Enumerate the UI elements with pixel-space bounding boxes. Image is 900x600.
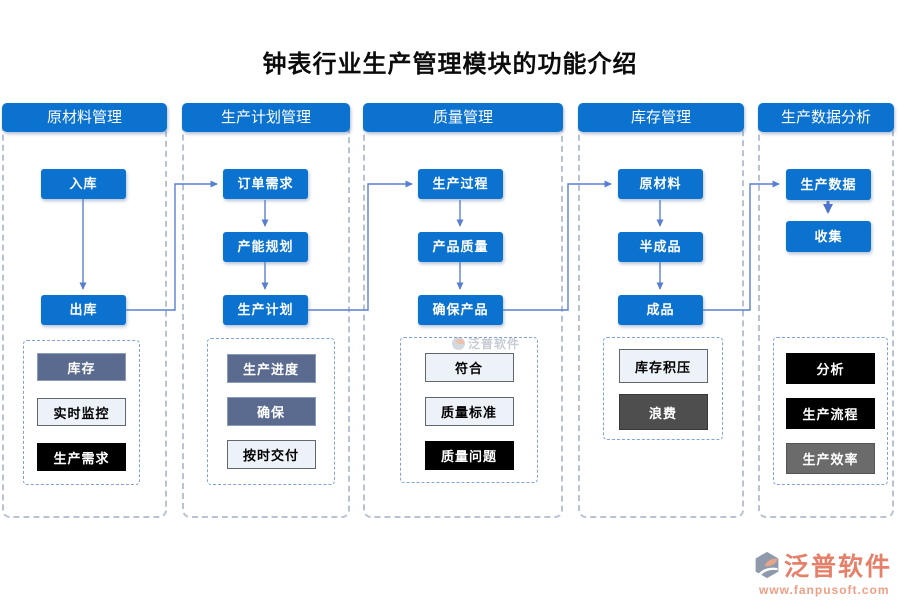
footer-brand-name: 泛普软件 xyxy=(784,552,893,581)
sub-panel-production-plan: 生产进度 确保 按时交付 xyxy=(207,338,335,485)
sub-item-production-efficiency: 生产效率 xyxy=(786,443,875,474)
column-production-data-analysis: 生产数据分析 xyxy=(758,103,894,518)
sub-panel-inventory: 库存积压 浪费 xyxy=(603,337,723,440)
sub-item-analysis: 分析 xyxy=(786,353,875,384)
sub-item-quality-standard: 质量标准 xyxy=(424,397,514,426)
sub-item-realtime-monitor: 实时监控 xyxy=(37,398,126,426)
flow-node-capacity-plan: 产能规划 xyxy=(223,232,308,262)
fanpu-logo-icon xyxy=(452,337,465,350)
sub-item-on-time-delivery: 按时交付 xyxy=(226,440,316,469)
connector-outbound-to-order xyxy=(126,180,218,311)
sub-panel-quality: 符合 质量标准 质量问题 xyxy=(400,337,538,483)
sub-item-production-flow: 生产流程 xyxy=(786,398,875,429)
sub-item-production-progress: 生产进度 xyxy=(226,354,316,383)
connector-plan-to-process xyxy=(308,180,413,311)
sub-item-production-demand: 生产需求 xyxy=(37,443,126,471)
sub-item-overstock: 库存积压 xyxy=(618,349,708,383)
flow-node-production-process: 生产过程 xyxy=(418,169,503,199)
column-header-inventory: 库存管理 xyxy=(578,103,744,132)
column-header-raw-material: 原材料管理 xyxy=(2,103,167,132)
footer-url[interactable]: www.fanpusoft.com xyxy=(759,583,890,597)
flow-node-product-quality: 产品质量 xyxy=(418,232,503,262)
flow-node-outbound: 出库 xyxy=(41,295,126,325)
column-header-production-plan: 生产计划管理 xyxy=(182,103,350,132)
sub-item-waste: 浪费 xyxy=(618,394,708,430)
flow-node-production-plan: 生产计划 xyxy=(223,295,308,325)
flow-node-collect: 收集 xyxy=(786,221,871,252)
flow-node-order-demand: 订单需求 xyxy=(223,169,308,199)
flow-node-inbound: 入库 xyxy=(41,169,126,199)
watermark-text: 泛普软件 xyxy=(468,337,521,351)
flow-node-ensure-product: 确保产品 xyxy=(418,295,503,325)
page-title: 钟表行业生产管理模块的功能介绍 xyxy=(262,49,638,78)
connector-finished-to-data xyxy=(703,180,780,311)
sub-item-conform: 符合 xyxy=(424,353,514,382)
column-header-quality: 质量管理 xyxy=(363,103,563,132)
flow-node-finished-goods: 成品 xyxy=(618,295,703,325)
fanpu-logo-icon xyxy=(755,551,779,579)
sub-item-ensure: 确保 xyxy=(226,397,316,426)
connector-ensure-to-material xyxy=(503,180,612,311)
sub-panel-data-analysis: 分析 生产流程 生产效率 xyxy=(773,337,888,485)
center-watermark: 泛普软件 xyxy=(452,335,520,352)
sub-panel-raw-material: 库存 实时监控 生产需求 xyxy=(23,340,140,485)
sub-item-stock: 库存 xyxy=(37,353,126,381)
flow-node-semi-finished: 半成品 xyxy=(618,232,703,262)
column-header-data-analysis: 生产数据分析 xyxy=(758,103,894,132)
sub-item-quality-problem: 质量问题 xyxy=(424,441,514,470)
flow-node-production-data: 生产数据 xyxy=(786,169,871,200)
footer-brand-block: 泛普软件 www.fanpusoft.com xyxy=(753,547,892,597)
column-production-plan-management: 生产计划管理 xyxy=(182,103,350,518)
flow-node-raw-material: 原材料 xyxy=(618,169,703,199)
